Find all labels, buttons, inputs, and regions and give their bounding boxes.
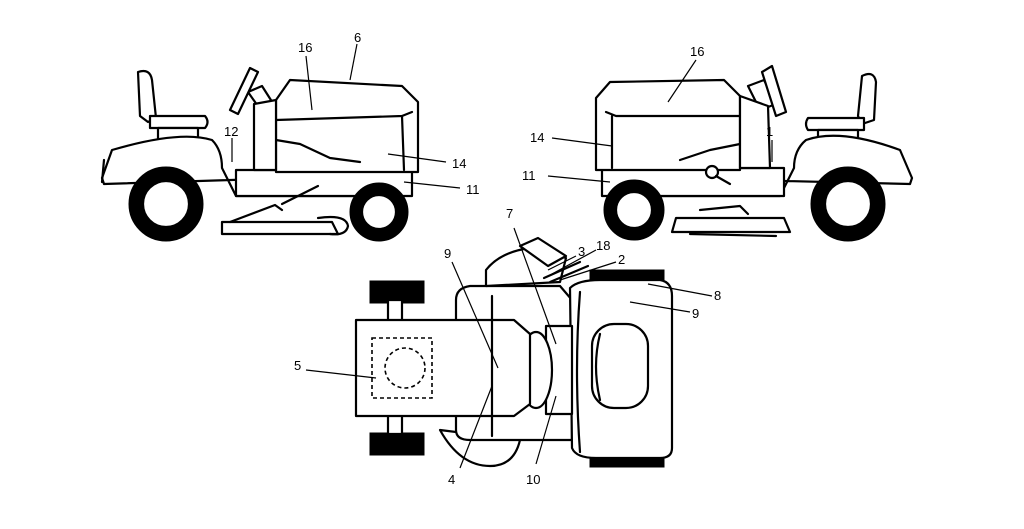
callout-label: 4 [448,472,455,487]
callout-label: 9 [692,306,699,321]
callout-label: 16 [298,40,312,55]
callout-label: 9 [444,246,451,261]
tractor-right-side-view [547,59,914,242]
callout-label: 12 [224,124,238,139]
callout-label: 6 [354,30,361,45]
tractor-left-side-view [100,43,461,242]
callout-label: 8 [714,288,721,303]
callout-label: 14 [452,156,466,171]
callout-label: 10 [526,472,540,487]
callout-label: 5 [294,358,301,373]
callout-label: 2 [618,252,625,267]
callout-label: 1 [766,124,773,139]
callout-label: 18 [596,238,610,253]
callout-label: 11 [522,168,536,183]
callout-label: 3 [578,244,585,259]
callout-label: 16 [690,44,704,59]
callout-label: 11 [466,182,480,197]
callout-label: 14 [530,130,544,145]
tractor-top-view [305,227,713,469]
callout-label: 7 [506,206,513,221]
